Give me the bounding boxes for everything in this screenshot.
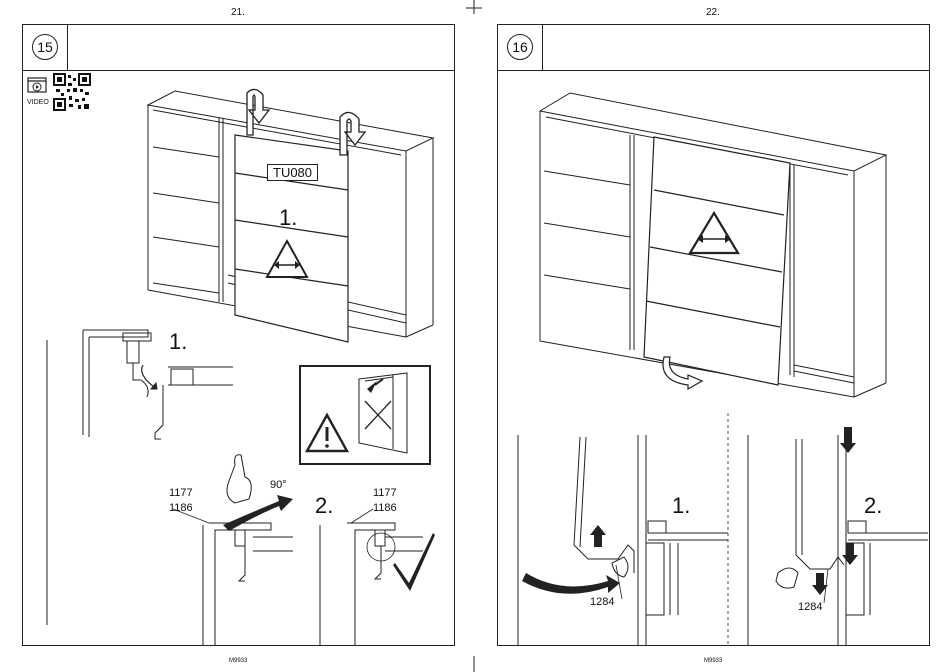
part-number-1177-b: 1177 bbox=[373, 487, 397, 500]
detail-two-label: 2. bbox=[864, 493, 882, 519]
footer-code: M9933 bbox=[704, 658, 722, 664]
step-panel: 16 bbox=[497, 24, 930, 646]
detail-one-label: 1. bbox=[672, 493, 690, 519]
part-number-1186-b: 1186 bbox=[373, 502, 397, 515]
step-panel: 15 VIDEO bbox=[22, 24, 455, 646]
footer-code: M9933 bbox=[229, 658, 247, 664]
page-number: 21. bbox=[231, 7, 245, 18]
checkmark-icon bbox=[393, 533, 435, 591]
part-number-1284-b: 1284 bbox=[798, 601, 822, 614]
part-number-1186-a: 1186 bbox=[169, 502, 193, 515]
detail-rotation-illustration bbox=[23, 25, 454, 645]
rotation-angle-label: 90° bbox=[270, 479, 287, 492]
part-number-1284-a: 1284 bbox=[590, 596, 614, 609]
part-number-1177-a: 1177 bbox=[169, 487, 193, 500]
detail-two-label: 2. bbox=[315, 493, 333, 519]
page-number: 22. bbox=[706, 7, 720, 18]
detail-lift-illustration bbox=[498, 25, 929, 645]
